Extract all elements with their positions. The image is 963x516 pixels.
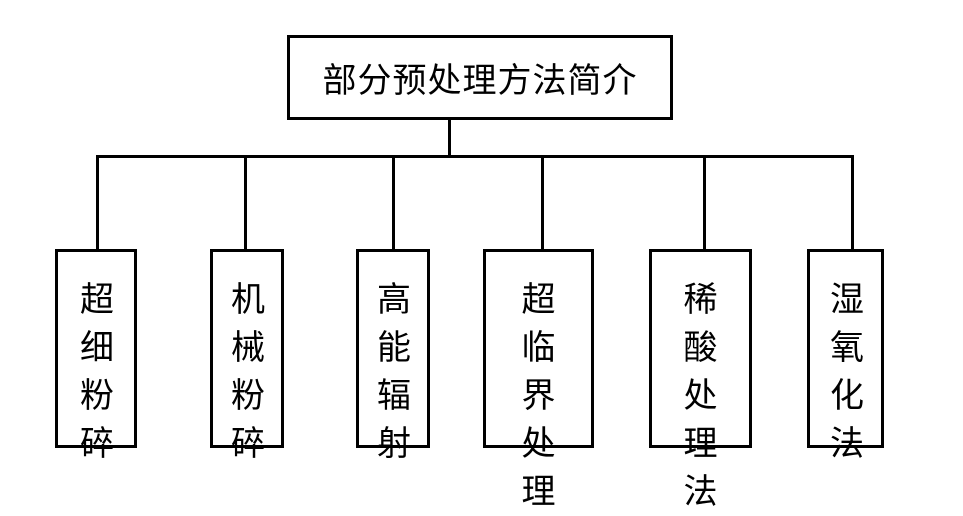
branch-line-2 [244,155,247,250]
hierarchy-diagram: 部分预处理方法简介 超细粉碎 机械粉碎 高能辐射 超临界处理 稀酸处理法 湿氧化… [55,35,884,512]
method-label-6: 湿氧化法 [830,280,864,464]
branch-line-5 [703,155,706,250]
method-node-2: 机械粉碎 [210,249,284,464]
branch-line-3 [392,155,395,250]
branch-line-1 [96,155,99,250]
root-stem-line [448,119,451,158]
method-label-4: 超临界处理 [521,280,556,512]
method-node-4: 超临界处理 [483,249,594,512]
method-label-1: 超细粉碎 [80,280,114,464]
method-label-5: 稀酸处理法 [683,280,718,512]
branch-line-6 [851,155,854,250]
root-label: 部分预处理方法简介 [322,61,638,101]
method-node-5: 稀酸处理法 [649,249,752,512]
horizontal-bus-line [96,155,854,158]
branch-line-4 [541,155,544,250]
method-label-2: 机械粉碎 [231,280,265,464]
method-label-3: 高能辐射 [377,280,411,464]
method-node-3: 高能辐射 [356,249,430,464]
root-node: 部分预处理方法简介 [287,35,673,120]
method-node-6: 湿氧化法 [807,249,884,464]
method-node-1: 超细粉碎 [55,249,137,464]
